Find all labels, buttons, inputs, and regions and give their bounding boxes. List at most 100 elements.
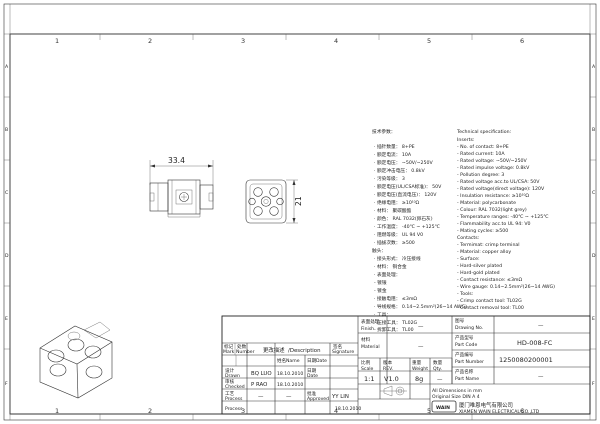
notes-en-line: Inserts: bbox=[457, 137, 475, 143]
spec-notes-cn: 技术参数： · 插针数量： 8+PE · 额定电流： 10A · 额定电压： ~… bbox=[372, 128, 467, 333]
part-code-cn: 产品型号 bbox=[455, 334, 474, 341]
notes-cn-line: · 材料： 聚碳酸酯 bbox=[374, 207, 412, 214]
checked-en: Checked bbox=[225, 384, 245, 390]
part-name-en: Part Name bbox=[455, 376, 479, 382]
finish-en: Finish bbox=[361, 326, 374, 332]
approved-en: Approved bbox=[307, 396, 329, 402]
weight-en: Weight bbox=[412, 366, 428, 372]
zone-label-top: 2 bbox=[148, 37, 152, 45]
drawn-cn: 设计 bbox=[225, 367, 235, 374]
notes-en-line: - Termimat: crimp terminal bbox=[457, 242, 520, 248]
rev-cn: 版本 bbox=[383, 359, 393, 366]
rev-value: V1.0 bbox=[384, 375, 399, 383]
process-name: — bbox=[258, 394, 264, 400]
notes-cn-line: · 接触电阻： ≤3mΩ bbox=[374, 295, 417, 302]
drawing-no-cn: 图号 bbox=[455, 318, 465, 324]
zone-label-bottom: 4 bbox=[334, 407, 338, 415]
notes-cn-line: - 镀金 bbox=[374, 287, 387, 294]
notes-en-line: - Rated current: 10A bbox=[457, 151, 505, 157]
zone-label-left: C bbox=[5, 190, 8, 196]
notes-en-line: - Crimp contact tool: TL02G bbox=[457, 298, 522, 304]
notes-en-line: - Surface: bbox=[457, 256, 480, 262]
material-en: Material bbox=[361, 344, 380, 350]
notes-en-line: - Hard-gold plated bbox=[457, 270, 500, 276]
zone-label-top: 5 bbox=[427, 37, 431, 45]
process-label-bottom: Process bbox=[225, 406, 243, 412]
connector-isometric-view bbox=[39, 321, 113, 399]
notes-cn-line: · 额定电压： ~50V/~250V bbox=[374, 159, 433, 166]
notes-en-line: - No. of contact: 8+PE bbox=[457, 144, 509, 150]
notes-en-line: - Flammability acc.to UL 94: V0 bbox=[457, 221, 531, 227]
date-cn: 日期 bbox=[307, 368, 317, 374]
left-zone-ruler: A B C D E F A B C D E F bbox=[4, 64, 596, 387]
notes-cn-line: · 额定电压(直流电压)： 120V bbox=[374, 191, 437, 198]
notes-cn-line: 触头： bbox=[372, 247, 386, 254]
zone-label-left: B bbox=[5, 127, 8, 133]
notes-en-line: - Insulation resistance: ≥10¹⁰Ω bbox=[457, 193, 529, 199]
notes-en-line: Contacts: bbox=[457, 235, 480, 241]
zone-label-top: 4 bbox=[334, 37, 338, 45]
zone-label-right: E bbox=[592, 316, 595, 322]
company-name-en: XIAMEN WAIN ELECTRICAL CO.,LTD bbox=[459, 409, 540, 415]
notes-en-line: - Rated voltage: ~50V/~250V bbox=[457, 158, 528, 164]
finish-cn: 表面处理 bbox=[361, 318, 380, 325]
zone-label-right: F bbox=[592, 381, 595, 387]
zone-label-left: F bbox=[5, 381, 8, 387]
notes-cn-line: · 绝缘电阻： ≥10¹⁰Ω bbox=[374, 199, 420, 206]
notes-cn-line: · 插拔次数： ≥500 bbox=[374, 239, 415, 246]
zone-label-left: E bbox=[5, 316, 8, 322]
drawn-date: 18.10.2010 bbox=[277, 371, 303, 377]
checked-date: 18.10.2010 bbox=[277, 382, 303, 388]
part-name-value: — bbox=[538, 374, 544, 380]
part-code-value: HD-008-FC bbox=[517, 339, 553, 347]
date-header-en: Date bbox=[316, 358, 327, 364]
notes-en-line: - Hard-silver plated bbox=[457, 263, 502, 269]
zone-label-left: A bbox=[5, 64, 9, 70]
notes-cn-line: · 颜色： RAL 7032(卵石灰) bbox=[374, 215, 433, 222]
description-en: /Description bbox=[288, 348, 321, 354]
checked-name: P RAO bbox=[251, 382, 267, 388]
zone-label-right: C bbox=[592, 190, 595, 196]
drawing-no-en: Drawing No. bbox=[455, 325, 483, 331]
notes-cn-line: · 插针数量： 8+PE bbox=[374, 143, 415, 150]
process-cn: 工艺 bbox=[225, 391, 235, 397]
zone-label-bottom: 2 bbox=[148, 407, 152, 415]
weight-value: 8g bbox=[415, 375, 423, 383]
dimensions-note: All Dimensions in mm bbox=[432, 388, 483, 394]
notes-cn-line: · 导线规格： 0.14~2.5mm²(26~14 AWG) bbox=[374, 303, 467, 310]
height-dimension: 21 bbox=[294, 196, 303, 206]
approved-name: YY LIN bbox=[331, 394, 349, 400]
description-cn: 更改描述 bbox=[263, 346, 285, 354]
outer-border bbox=[3, 3, 597, 421]
notes-cn-line: · 材料： 铜合金 bbox=[374, 263, 407, 270]
notes-en-title: Technical specification: bbox=[456, 129, 512, 135]
notes-cn-line: · 额定电流： 10A bbox=[374, 151, 412, 158]
notes-en-line: - Pollution degree: 3 bbox=[457, 172, 504, 178]
checked-cn: 审核 bbox=[225, 378, 235, 385]
notes-en-line: - Material: copper alloy bbox=[457, 249, 511, 255]
approved-date: 18.10.2010 bbox=[335, 406, 361, 412]
zone-label-top: 3 bbox=[241, 37, 245, 45]
approved-cn: 批准 bbox=[307, 390, 317, 397]
zone-label-left: D bbox=[5, 253, 9, 259]
connector-front-view: 21 bbox=[245, 179, 303, 224]
notes-en-line: - Wire gauge: 0.14~2.5mm²(26~14 AWG) bbox=[457, 284, 555, 290]
scale-value: 1:1 bbox=[364, 375, 374, 383]
width-dimension: 33.4 bbox=[168, 156, 185, 165]
top-zone-ruler: 1 2 3 4 5 6 1 2 3 4 5 6 bbox=[55, 34, 524, 420]
notes-cn-line: · 工具： bbox=[374, 312, 391, 318]
notes-en-line: - Rated voltage acc.to UL/CSA: 50V bbox=[457, 179, 540, 185]
connector-side-view: 33.4 bbox=[149, 156, 214, 218]
notes-cn-line: · 工作温度： -40℃ ~ +125℃ bbox=[374, 223, 440, 230]
drawing-no-value: — bbox=[538, 323, 544, 329]
scale-cn: 比例 bbox=[361, 359, 371, 366]
finish-value: — bbox=[418, 324, 424, 330]
title-block: 表面处理 Finish — 材料 Material — 图号 Drawing N… bbox=[221, 315, 591, 415]
notes-en-line: - Contact removal tool: TL00 bbox=[457, 305, 524, 311]
company-logo: WAIN bbox=[431, 400, 457, 413]
zone-label-bottom: 1 bbox=[55, 407, 59, 415]
notes-cn-title: 技术参数： bbox=[372, 128, 395, 135]
material-value: — bbox=[418, 344, 424, 350]
notes-cn-line: · 额定电压(UL/CSA标准)： 50V bbox=[374, 183, 442, 190]
signature-en: Signature bbox=[332, 349, 354, 355]
